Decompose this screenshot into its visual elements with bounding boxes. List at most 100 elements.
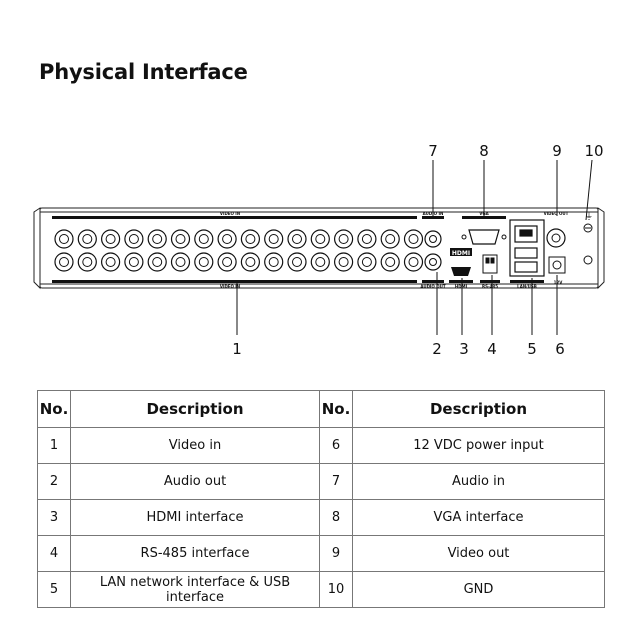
video-out-label: VIDEO OUT [544,211,569,216]
audio-out-label: AUDIO OUT [420,284,445,289]
lan-usb-label: LAN/USB [517,284,537,289]
bnc-connector-core [408,234,419,244]
bnc-connector-core [408,257,419,267]
bnc-connector-core [82,257,93,267]
bnc-connector [380,229,400,249]
bnc-connector-core [222,257,233,267]
power-jack [548,256,566,274]
callout-4: 4 [487,340,497,358]
bnc-connector-core [361,234,372,244]
cell-description: HDMI interface [70,499,320,536]
bnc-connector [240,252,260,272]
cell-description: Audio out [70,463,320,500]
bnc-connector [334,252,354,272]
bnc-connector [124,252,144,272]
bnc-connector [264,229,284,249]
bnc-connector [287,229,307,249]
bnc-connector-core [315,257,326,267]
bnc-connector [357,229,377,249]
table-row: 4 RS-485 interface 9 Video out [37,535,605,572]
bnc-connector [77,252,97,272]
interface-table: No. Description No. Description 1 Video … [37,390,605,608]
bnc-connector-core [105,257,116,267]
bnc-connector-core [198,257,209,267]
bnc-connector-core [59,257,69,267]
bnc-connector [310,229,330,249]
video-ports: HDMI [450,229,507,276]
chassis [33,207,605,290]
bnc-connector [217,252,237,272]
leader-lines [236,159,593,335]
rs485-label: RS-485 [482,284,498,289]
bnc-connector [54,229,74,249]
bnc-connector [240,229,260,249]
bnc-connector-core [315,234,326,244]
bnc-connector-core [222,234,233,244]
hdmi-logo: HDMI [452,250,470,257]
power-label: 12V [554,280,564,285]
callout-1: 1 [232,340,242,358]
callout-9: 9 [552,142,562,160]
bnc-connector [357,252,377,272]
callout-5: 5 [527,340,537,358]
callout-7: 7 [428,142,438,160]
bnc-connector [194,229,214,249]
bnc-connector-core [292,234,302,244]
cell-description: GND [352,571,605,608]
bnc-connector [287,252,307,272]
cell-description: 12 VDC power input [352,427,605,464]
bnc-connector-core [175,234,186,244]
cell-no: 8 [319,499,353,536]
bnc-connector-core [245,234,256,244]
video-in-bnc-array [54,229,424,272]
bnc-connector-core [338,234,349,244]
cell-no: 5 [37,571,71,608]
cell-no: 2 [37,463,71,500]
callout-10: 10 [584,142,603,160]
header-description-left: Description [70,390,320,428]
cell-no: 9 [319,535,353,572]
table-row: 1 Video in 6 12 VDC power input [37,427,605,464]
rs485-terminal [482,254,498,274]
header-description-right: Description [352,390,605,428]
bnc-connector [310,252,330,272]
callout-3: 3 [459,340,469,358]
bnc-connector-core [128,234,139,244]
bnc-connector [334,229,354,249]
lan-usb-ports [509,219,545,277]
bnc-connector-core [338,257,349,267]
bnc-connector-core [361,257,372,267]
bnc-connector-core [128,257,139,267]
cell-description: VGA interface [352,499,605,536]
ground-screw [583,223,593,265]
header-no-left: No. [37,390,71,428]
cell-description: RS-485 interface [70,535,320,572]
cell-no: 6 [319,427,353,464]
bnc-connector-core [385,234,396,244]
bnc-connector-core [268,257,279,267]
bnc-connector [380,252,400,272]
callout-6: 6 [555,340,565,358]
bnc-connector-core [175,257,186,267]
bnc-connector [100,229,121,249]
cell-description: Audio in [352,463,605,500]
bnc-connector [217,229,237,249]
cell-description: Video in [70,427,320,464]
bnc-connector-core [82,234,93,244]
bnc-connector [170,229,191,249]
callout-2: 2 [432,340,442,358]
bnc-connector [100,252,121,272]
bnc-connector [403,252,424,272]
table-header-row: No. Description No. Description [37,390,605,428]
bnc-connector-core [292,257,302,267]
ground-symbol: ⏚ [585,212,593,221]
hdmi-label: HDMI [455,284,468,289]
cell-no: 3 [37,499,71,536]
video-out-bnc [546,228,566,248]
bnc-connector-core [245,257,256,267]
bnc-connector-core [105,234,116,244]
bnc-connector [147,252,167,272]
bnc-connector [54,252,74,272]
video-in-bottom-label: VIDEO IN [220,284,240,289]
rear-panel-diagram: VIDEO IN VIDEO IN AUDIO IN AUDIO OUT VGA… [33,142,605,358]
